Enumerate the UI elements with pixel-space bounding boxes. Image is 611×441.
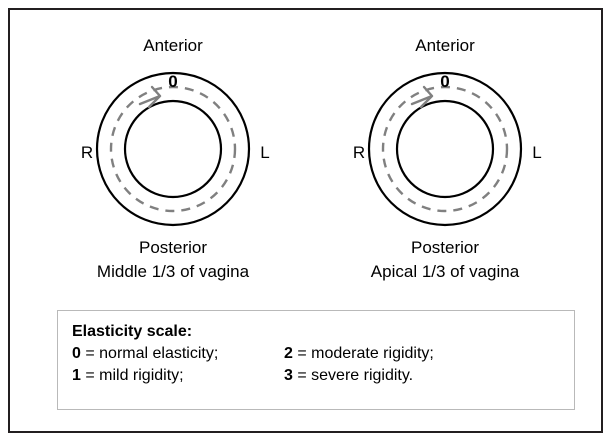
right-side-label: R — [80, 143, 94, 162]
ring-illustration-middle — [95, 71, 251, 227]
anterior-label: Anterior — [415, 36, 475, 55]
lumen-circle — [395, 99, 495, 199]
legend-score-value: 3 — [284, 367, 293, 384]
assessment-path-dashed-circle — [109, 85, 237, 213]
right-side-label: R — [352, 143, 366, 162]
clockwise-arrow-icon — [138, 85, 162, 109]
lumen-circle — [123, 99, 223, 199]
outer-wall-circle — [95, 71, 251, 227]
legend-item: 1 = mild rigidity; — [72, 365, 284, 387]
ring-illustration-apical — [367, 71, 523, 227]
legend-score-value: 1 — [72, 367, 81, 384]
figure-frame: Anterior 0 R L Posterior Middle 1/3 of v… — [8, 8, 603, 433]
legend-item: 2 = moderate rigidity; — [284, 343, 434, 365]
legend-item: 0 = normal elasticity; — [72, 343, 284, 365]
left-side-label: L — [260, 143, 270, 162]
posterior-label: Posterior — [410, 238, 480, 257]
legend-score-value: 0 — [72, 345, 81, 362]
score-marker-anterior: 0 — [168, 72, 178, 91]
diagram-middle-third: Anterior 0 R L Posterior Middle 1/3 of v… — [28, 10, 318, 300]
elasticity-scale-legend: Elasticity scale: 0 = normal elasticity;… — [57, 310, 575, 410]
clockwise-arrow-icon — [410, 85, 434, 109]
legend-column-1: 0 = normal elasticity; 1 = mild rigidity… — [72, 343, 284, 387]
anterior-label: Anterior — [143, 36, 203, 55]
legend-score-value: 2 — [284, 345, 293, 362]
left-side-label: L — [532, 143, 542, 162]
legend-title: Elasticity scale: — [72, 323, 193, 340]
outer-wall-circle — [367, 71, 523, 227]
legend-column-2: 2 = moderate rigidity; 3 = severe rigidi… — [284, 343, 434, 387]
posterior-label: Posterior — [138, 238, 208, 257]
legend-score-description: = mild rigidity; — [80, 367, 184, 384]
legend-score-description: = severe rigidity. — [292, 367, 414, 384]
legend-score-description: = moderate rigidity; — [292, 345, 434, 362]
diagram-caption-middle: Middle 1/3 of vagina — [96, 262, 250, 281]
assessment-path-dashed-circle — [381, 85, 509, 213]
diagram-apical-third: Anterior 0 R L Posterior Apical 1/3 of v… — [300, 10, 590, 300]
legend-item: 3 = severe rigidity. — [284, 365, 434, 387]
diagram-caption-apical: Apical 1/3 of vagina — [370, 262, 520, 281]
legend-score-description: = normal elasticity; — [80, 345, 219, 362]
score-marker-anterior: 0 — [440, 72, 450, 91]
